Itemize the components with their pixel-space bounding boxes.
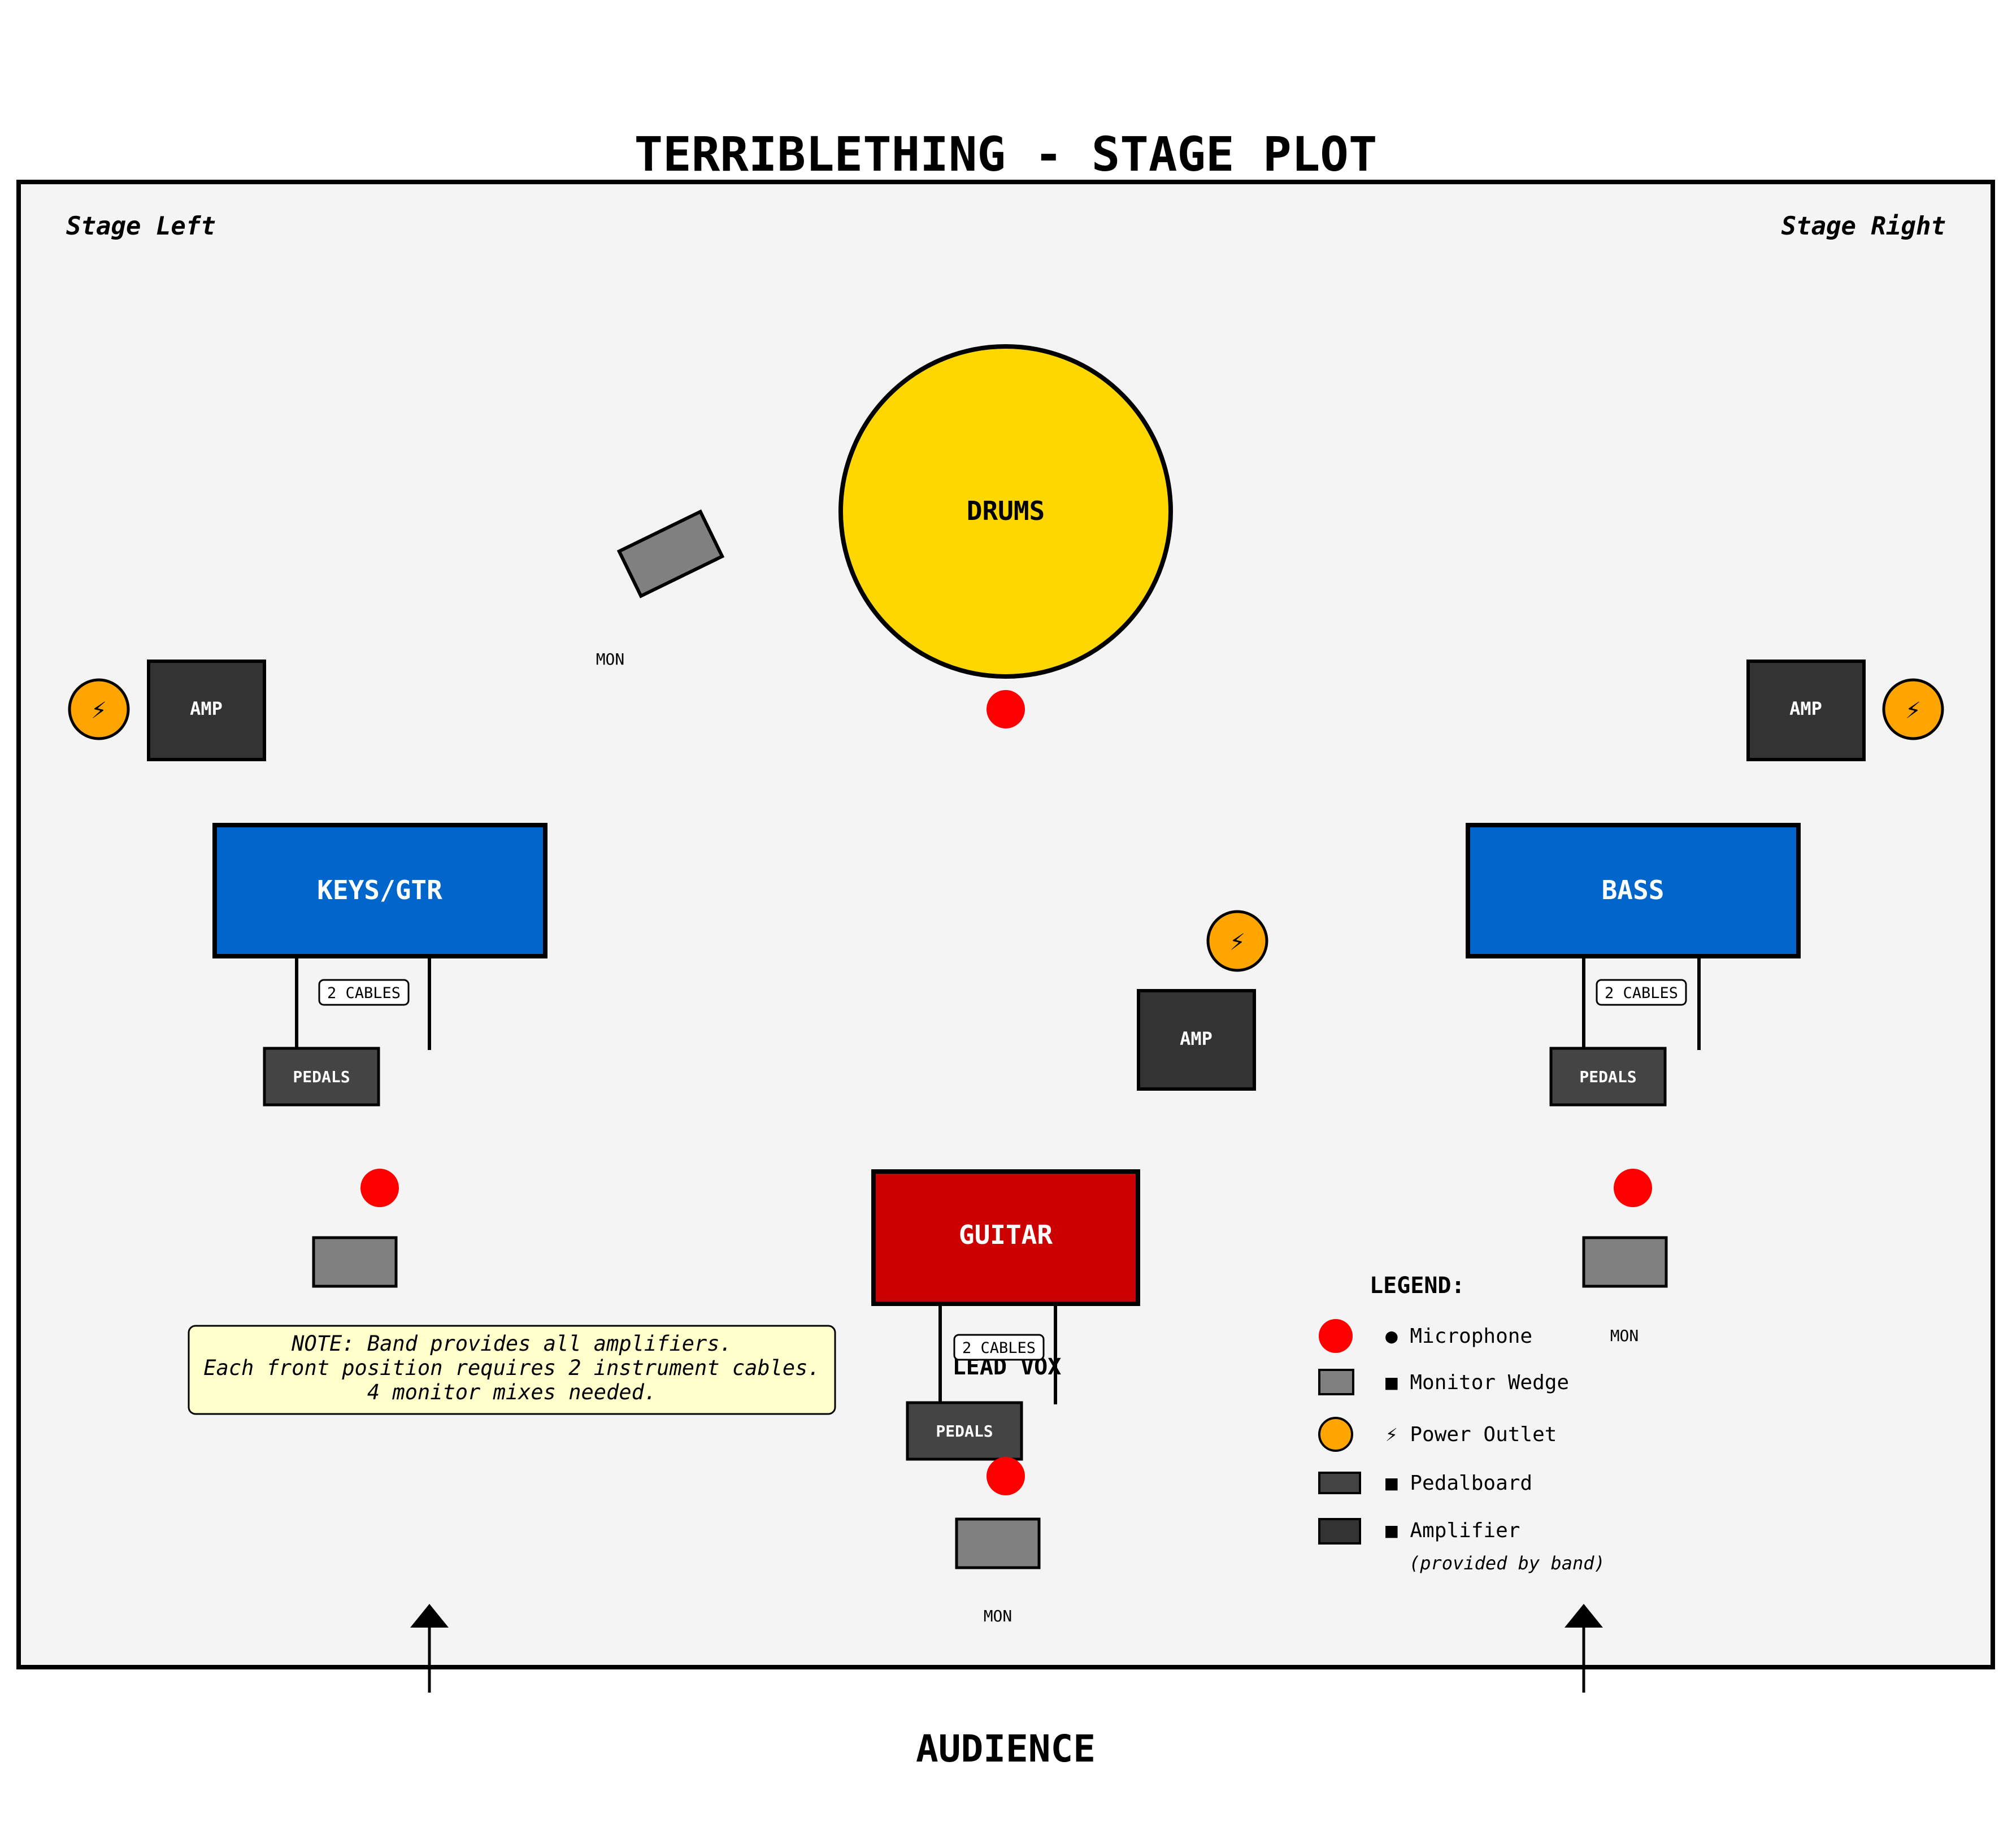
bass-pedals-label: PEDALS — [1579, 1068, 1636, 1086]
keys-pedalboard — [263, 1047, 380, 1107]
note-box — [188, 1325, 836, 1415]
guitar-monitor-wedge — [955, 1517, 1041, 1569]
guitar-amp — [1137, 989, 1256, 1091]
legend-monitor-wedge-icon — [1318, 1369, 1354, 1395]
drums-monitor-wedge — [616, 509, 725, 598]
power-outlet-icon — [68, 678, 130, 740]
drums-monitor-label: MON — [596, 650, 625, 669]
guitar-amp-label: AMP — [1180, 1028, 1213, 1049]
legend-monitor-wedge-label: ■ Monitor Wedge — [1385, 1371, 1569, 1394]
power-outlet-symbol: ⚡ — [1905, 694, 1921, 725]
power-outlet-icon — [1206, 910, 1268, 972]
legend-microphone-icon — [1319, 1319, 1353, 1353]
note-line-3: 4 monitor mixes needed. — [367, 1380, 657, 1404]
bass-position — [1466, 823, 1801, 958]
stage-left-label: Stage Left — [66, 212, 216, 241]
power-outlet-symbol: ⚡ — [1229, 926, 1245, 956]
bass-pedalboard — [1549, 1047, 1667, 1107]
guitar-pedals-label: PEDALS — [936, 1422, 993, 1441]
legend-amplifier-note: (provided by band) — [1409, 1552, 1605, 1574]
bass-monitor-wedge — [1582, 1236, 1668, 1288]
legend-power-outlet-icon — [1318, 1417, 1353, 1452]
legend-pedalboard-icon — [1318, 1472, 1361, 1494]
keys-amp — [147, 660, 266, 761]
stage-right-label: Stage Right — [1781, 212, 1946, 241]
bass-monitor-label: MON — [1610, 1326, 1639, 1345]
audience-arrow-left-head — [410, 1604, 449, 1628]
keys-cables-label: 2 CABLES — [327, 984, 401, 1002]
bass-cables-label: 2 CABLES — [1605, 984, 1678, 1002]
drums-riser — [838, 344, 1173, 679]
bass-microphone-icon — [1614, 1169, 1652, 1207]
legend-pedalboard-label: ■ Pedalboard — [1385, 1472, 1532, 1495]
power-outlet-icon — [1882, 678, 1944, 740]
drums-label: DRUMS — [967, 496, 1045, 526]
keys-gtr-position — [212, 823, 547, 958]
keys-pedals-label: PEDALS — [293, 1068, 350, 1086]
keys-monitor-wedge — [312, 1236, 398, 1288]
bass-amp — [1746, 660, 1866, 761]
legend-amplifier-icon — [1318, 1518, 1361, 1545]
keys-cables-badge — [318, 979, 410, 1006]
plot-title: TERRIBLETHING - STAGE PLOT — [635, 127, 1377, 182]
bass-amp-label: AMP — [1789, 698, 1822, 719]
power-outlet-symbol: ⚡ — [91, 694, 107, 725]
keys-gtr-label: KEYS/GTR — [317, 875, 442, 905]
legend-microphone-label: ● Microphone — [1385, 1325, 1532, 1348]
drums-microphone-icon — [987, 690, 1025, 728]
bass-label: BASS — [1602, 875, 1665, 905]
guitar-label: GUITAR — [959, 1220, 1053, 1250]
audience-label: AUDIENCE — [916, 1727, 1096, 1771]
guitar-monitor-label: MON — [984, 1607, 1012, 1625]
legend-power-outlet-label: ⚡ Power Outlet — [1385, 1423, 1557, 1446]
note-line-2: Each front position requires 2 instrumen… — [203, 1356, 820, 1380]
audience-arrow-right-head — [1565, 1604, 1603, 1628]
guitar-cables-badge — [953, 1334, 1045, 1361]
legend-amplifier-label: ■ Amplifier — [1385, 1519, 1520, 1542]
note-line-1: NOTE: Band provides all amplifiers. — [291, 1331, 732, 1356]
guitar-microphone-icon — [987, 1457, 1025, 1495]
guitar-cables-label: 2 CABLES — [962, 1339, 1036, 1357]
guitar-position — [871, 1169, 1140, 1306]
keys-amp-label: AMP — [190, 698, 223, 719]
keys-microphone-icon — [360, 1169, 399, 1207]
legend-title: LEGEND: — [1370, 1273, 1465, 1299]
bass-cables-badge — [1596, 979, 1687, 1006]
guitar-pedalboard — [906, 1401, 1023, 1461]
